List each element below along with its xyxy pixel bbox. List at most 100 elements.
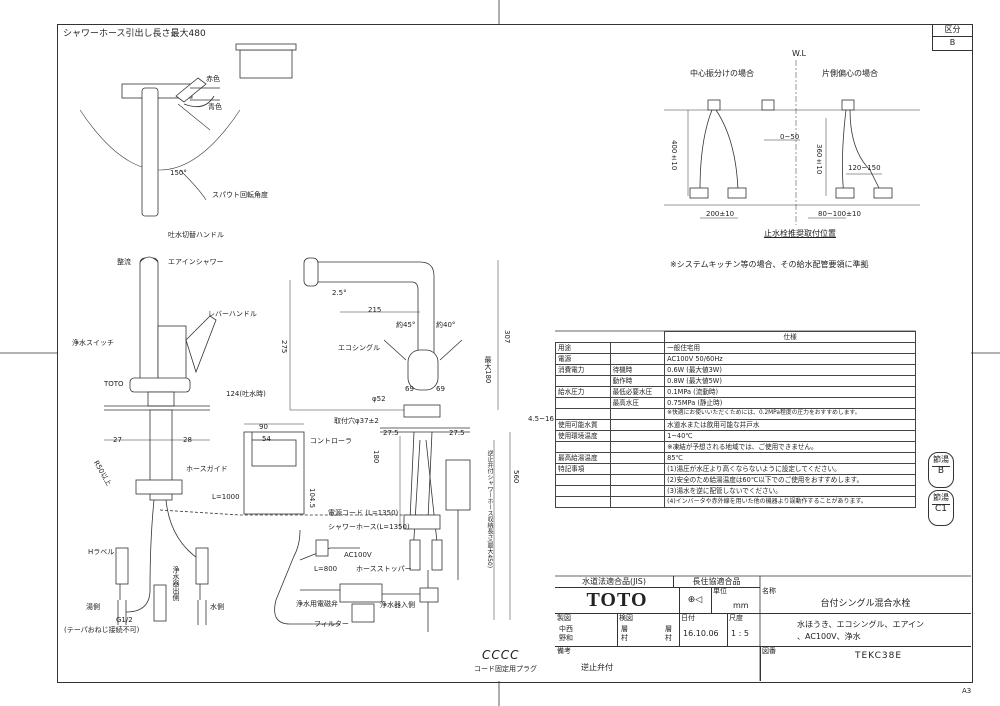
d80-100-label: 80~100±10 — [818, 210, 861, 218]
spec-cell: 0.75MPa (静止時) — [664, 397, 916, 409]
projection-symbol: ⊕◁ — [679, 587, 712, 614]
dim-28: 28 — [183, 436, 192, 444]
remark-label: 備考 — [557, 647, 571, 655]
spec-cell: ※凍結が予想される地域では、ご使用できません。 — [664, 441, 916, 453]
sertou-c1-seal: 節湯 C1 — [928, 490, 954, 526]
power-cord-label: 電源コード (L=1350) — [328, 509, 399, 517]
d360-label: 360±10 — [815, 144, 823, 175]
purified-out-label: 浄水器出側 — [172, 566, 180, 601]
dim-275b: 27.5 — [383, 429, 399, 437]
plug-stamp: CCCC — [482, 648, 520, 662]
side-case-label: 片側偏心の場合 — [822, 69, 878, 78]
check-name3: 層 — [665, 625, 672, 633]
spec-cell: (1)湯圧が水圧より高くならないように設定してください。 — [664, 463, 916, 475]
unit-value: mm — [733, 601, 749, 610]
spec-cell — [555, 441, 611, 453]
spec-cell: 一般住宅用 — [664, 342, 916, 354]
scale-value: 1 : 5 — [731, 629, 749, 638]
air-in-shower-label: エアインシャワー — [168, 258, 224, 266]
desc-line2: 、AC100V、浄水 — [797, 632, 861, 641]
spec-cell: 使用可能水質 — [555, 419, 611, 431]
toto-side-label: TOTO — [104, 380, 124, 388]
dim-69a: 69 — [405, 385, 414, 393]
solenoid-label: 浄水用電磁弁 — [296, 600, 338, 608]
drawing-no-cell — [760, 646, 972, 681]
product-name: 台付シングル混合水栓 — [760, 588, 971, 614]
drawn-label: 製図 — [557, 614, 571, 622]
drawn-cell — [555, 613, 618, 647]
spec-cell — [609, 441, 666, 453]
dim-124: 124(吐水時) — [226, 390, 266, 398]
title-block: 水道法適合品(JIS) 長住協適合品 TOTO ⊕◁ 単位 mm 名称 台付シン… — [555, 576, 971, 681]
spec-cell — [609, 485, 666, 497]
kubun-label: 区分 — [933, 24, 972, 37]
toto-logo: TOTO — [555, 587, 680, 614]
spout-rotation-label: スパウト回転角度 — [212, 191, 268, 199]
taper-note: (テーパおねじ接続不可) — [64, 626, 140, 634]
seal-grade: C1 — [932, 504, 950, 514]
ac100v-label: AC100V — [344, 551, 372, 559]
spec-cell: 電源 — [555, 353, 611, 365]
seal-text: 節湯 — [933, 493, 949, 502]
remark-value: 逆止弁付 — [581, 663, 613, 672]
date-cell — [679, 613, 728, 647]
spec-cell: 水道水または飲用可能な井戸水 — [664, 419, 916, 431]
spec-cell — [609, 496, 666, 508]
spec-cell — [555, 397, 611, 409]
hose-storage-note: 逆止弁付シャワーホース収納長さ(最大450) — [486, 450, 493, 569]
shower-hose-label: シャワーホース(L=1350) — [328, 523, 410, 531]
dim-90: 90 — [259, 423, 268, 431]
unit-cell — [711, 587, 760, 614]
spec-cell: 最低必要水圧 — [609, 386, 666, 398]
spec-cell — [555, 485, 611, 497]
spec-cell: (3)湯水を逆に配管しないでください。 — [664, 485, 916, 497]
spec-cell: 最高水圧 — [609, 397, 666, 409]
dim-69b: 69 — [436, 385, 445, 393]
dim-45-16: 4.5~16 — [528, 415, 554, 423]
dim-40-label: 約40° — [436, 321, 456, 329]
spec-cell — [609, 419, 666, 431]
dim-45-label: 約45° — [396, 321, 416, 329]
d200-label: 200±10 — [706, 210, 735, 218]
spec-cell — [609, 408, 666, 420]
chotai-label: 長住協適合品 — [673, 576, 760, 588]
l800-label: L=800 — [314, 565, 338, 573]
spec-cell — [609, 452, 666, 464]
dim-275: 275 — [280, 340, 288, 354]
h-label: Hラベル — [88, 548, 115, 556]
d400-label: 400±10 — [670, 140, 678, 171]
spec-cell: 動作時 — [609, 375, 666, 387]
check-cell — [617, 613, 680, 647]
spec-cell: 1~40℃ — [664, 430, 916, 442]
spec-cell — [609, 474, 666, 486]
purifier-in-label: 浄水器入側 — [380, 601, 415, 609]
mount-hole-label: 取付穴φ37±2 — [334, 417, 379, 425]
spec-cell — [609, 430, 666, 442]
controller-label: コントローラ — [310, 437, 352, 445]
spec-cell — [555, 496, 611, 508]
angle-25-label: 2.5° — [332, 289, 347, 297]
d0-50-label: 0~50 — [780, 133, 800, 141]
blue-label: 青色 — [208, 103, 222, 111]
spec-cell: 0.8W (最大値5W) — [664, 375, 916, 387]
dim-180: 180 — [372, 450, 380, 464]
d120-150-label: 120~150 — [848, 164, 881, 172]
paper-size: A3 — [962, 687, 972, 695]
angle-label: 150° — [170, 169, 187, 177]
spec-cell: 85℃ — [664, 452, 916, 464]
date-label: 日付 — [681, 614, 695, 622]
unit-label: 単位 — [713, 587, 727, 595]
l1000-label: L=1000 — [212, 493, 240, 501]
seal-grade: B — [932, 466, 950, 476]
wl-label: W.L — [792, 49, 806, 58]
date-value: 16.10.06 — [683, 629, 719, 638]
spec-cell — [609, 353, 666, 365]
name-label: 名称 — [762, 587, 776, 595]
stopcock-caption: 止水栓推奨取付位置 — [764, 229, 836, 238]
spec-cell: AC100V 50/60Hz — [664, 353, 916, 365]
switch-handle-label: 吐水切替ハンドル — [168, 231, 224, 239]
spec-cell — [555, 375, 611, 387]
spec-cell — [555, 408, 611, 420]
